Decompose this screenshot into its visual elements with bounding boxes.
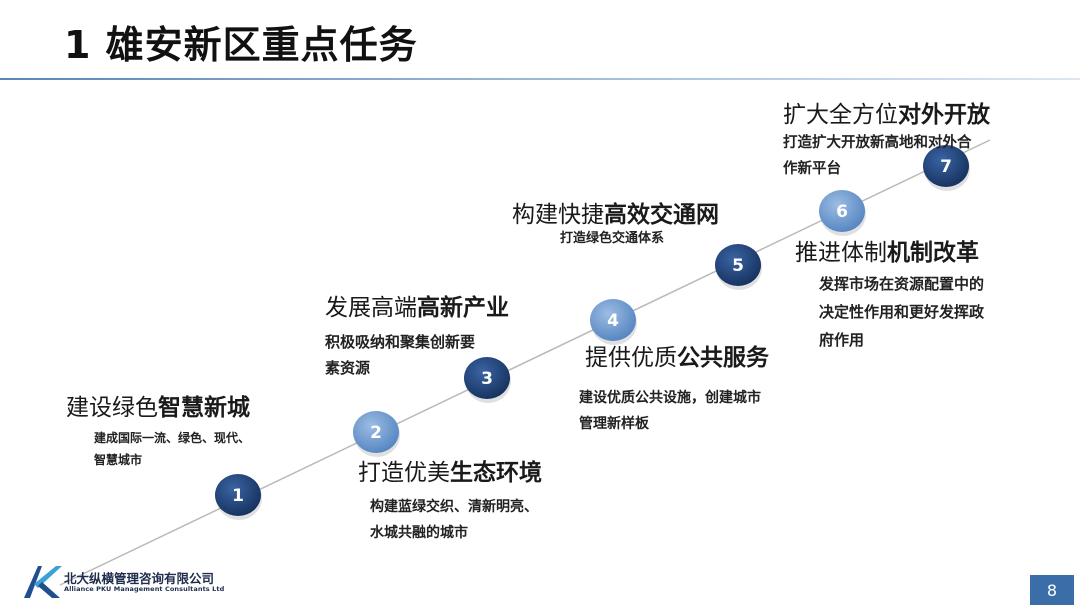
task-5-heading: 构建快捷高效交通网	[512, 202, 719, 228]
timeline-nodes: 1 2 3 4 5 6 7	[215, 145, 970, 520]
logo-en: Alliance PKU Management Consultants Ltd	[64, 585, 225, 593]
node-number: 3	[481, 369, 493, 389]
node-circle	[353, 411, 399, 453]
timeline-node-6: 6	[819, 190, 866, 236]
node-circle	[464, 357, 510, 399]
task-4-desc: 建设优质公共设施，创建城市管理新样板	[579, 390, 761, 432]
node-number: 4	[607, 311, 619, 331]
task-4-heading: 提供优质公共服务	[585, 345, 769, 371]
title-divider	[0, 78, 1080, 80]
node-number: 2	[370, 423, 382, 443]
task-2: 打造优美生态环境 构建蓝绿交织、清新明亮、水城共融的城市	[358, 458, 542, 546]
task-1-heading: 建设绿色智慧新城	[66, 395, 250, 421]
task-1-desc: 建成国际一流、绿色、现代、智慧城市	[94, 431, 251, 467]
task-7-heading: 扩大全方位对外开放	[783, 102, 990, 128]
logo-cn: 北大纵横管理咨询有限公司	[64, 571, 215, 586]
page-title: 1 雄安新区重点任务	[64, 23, 418, 67]
logo-mark-icon	[24, 566, 62, 598]
task-5: 构建快捷高效交通网 打造绿色交通体系	[512, 200, 719, 248]
timeline-node-7: 7	[923, 145, 970, 191]
task-2-desc: 构建蓝绿交织、清新明亮、水城共融的城市	[370, 499, 538, 541]
timeline-node-4: 4	[590, 299, 637, 345]
node-number: 6	[836, 202, 848, 222]
node-circle	[819, 190, 865, 232]
task-3: 发展高端高新产业 积极吸纳和聚集创新要素资源	[325, 293, 509, 381]
task-6-heading: 推进体制机制改革	[795, 240, 979, 266]
company-logo: 北大纵横管理咨询有限公司 Alliance PKU Management Con…	[22, 564, 225, 600]
timeline-node-1: 1	[215, 474, 262, 520]
node-number: 5	[732, 256, 744, 276]
timeline-node-2: 2	[353, 411, 400, 457]
task-6: 推进体制机制改革 发挥市场在资源配置中的决定性作用和更好发挥政府作用	[795, 238, 984, 354]
task-7-desc: 打造扩大开放新高地和对外合作新平台	[783, 135, 972, 177]
timeline-node-3: 3	[464, 357, 511, 403]
task-3-desc: 积极吸纳和聚集创新要素资源	[325, 333, 476, 377]
node-circle	[923, 145, 969, 187]
task-2-heading: 打造优美生态环境	[358, 460, 542, 486]
task-7: 扩大全方位对外开放 打造扩大开放新高地和对外合作新平台	[783, 100, 990, 182]
timeline-node-5: 5	[715, 244, 762, 290]
node-circle	[715, 244, 761, 286]
page-number: 8	[1030, 575, 1074, 605]
task-6-desc: 发挥市场在资源配置中的决定性作用和更好发挥政府作用	[819, 275, 985, 349]
node-circle	[590, 299, 636, 341]
node-number: 7	[940, 157, 952, 177]
task-5-desc: 打造绿色交通体系	[560, 231, 665, 246]
node-circle	[215, 474, 261, 516]
task-1: 建设绿色智慧新城 建成国际一流、绿色、现代、智慧城市	[66, 393, 250, 471]
task-3-heading: 发展高端高新产业	[325, 295, 509, 321]
node-number: 1	[232, 486, 244, 506]
task-4: 提供优质公共服务 建设优质公共设施，创建城市管理新样板	[579, 343, 769, 437]
